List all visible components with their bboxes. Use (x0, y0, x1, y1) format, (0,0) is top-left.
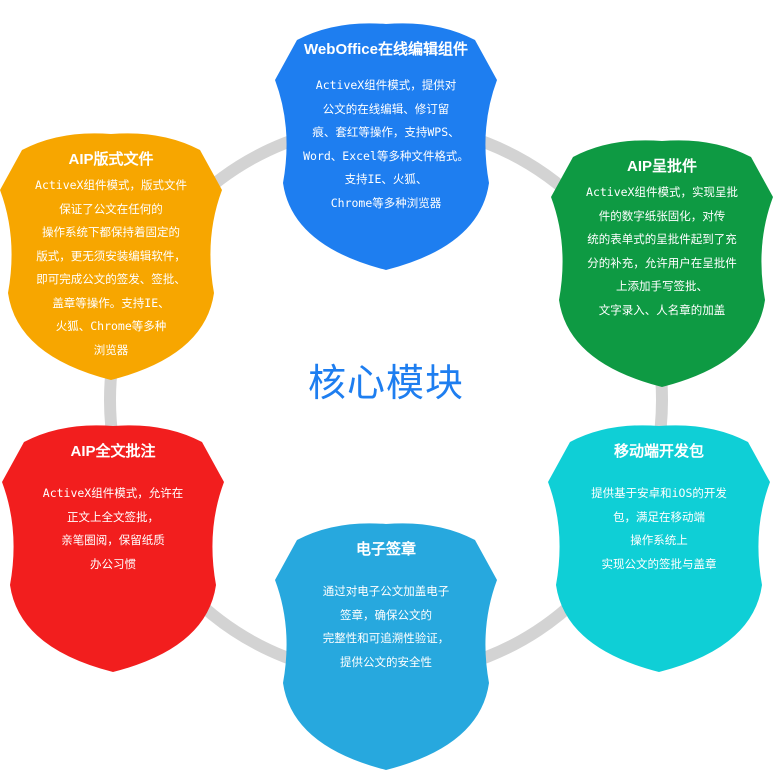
module-title: AIP呈批件 (626, 158, 697, 175)
description-line: 通过对电子公文加盖电子 (322, 584, 450, 598)
description-line: 件的数字纸张固化，对传 (598, 208, 726, 223)
module-description: ActiveX组件模式，允许在正文上全文签批， 亲笔圈阅，保留纸质办公习惯 (16, 482, 210, 576)
description-line: 支持IE、火狐、 (344, 172, 428, 186)
description-line: 文字录入、人名章的加盖 (598, 302, 726, 317)
module-description: ActiveX组件模式，提供对公文的在线编辑、修订留痕、套红等操作，支持WPS、… (289, 74, 483, 215)
description-line: ActiveX组件模式，版式文件 (35, 178, 187, 192)
description-line: 统的表单式的呈批件起到了充 (587, 232, 737, 246)
description-line: 上添加手写签批、 (616, 279, 708, 293)
description-line: Word、Excel等多种文件格式。 (303, 148, 469, 163)
shield-shape (551, 140, 773, 387)
description-line: 实现公文的签批与盖章 (601, 556, 717, 571)
module-title: 电子签章 (355, 541, 416, 558)
center-title: 核心模块 (307, 361, 464, 405)
description-line: 痕、套红等操作，支持WPS、 (312, 125, 460, 139)
module-e-seal: 电子签章通过对电子公文加盖电子签章，确保公文的完整性和可追溯性验证， 提供公文的安… (275, 518, 497, 770)
description-line: 即可完成公文的签发、签批、 (36, 272, 186, 286)
module-title: 移动端开发包 (613, 443, 704, 460)
description-line: ActiveX组件模式，允许在 (42, 486, 184, 500)
shield-shape (2, 425, 224, 672)
module-aip-format: AIP版式文件 ActiveX组件模式，版式文件保证了公文在任何的操作系统下都保持… (0, 128, 222, 380)
description-line: Chrome等多种浏览器 (330, 195, 442, 210)
description-line: ActiveX组件模式，实现呈批 (586, 185, 738, 199)
description-line: 办公习惯 (90, 556, 136, 571)
description-line: 正文上全文签批， (67, 509, 159, 524)
module-description: 通过对电子公文加盖电子签章，确保公文的完整性和可追溯性验证， 提供公文的安全性 (289, 580, 483, 674)
module-webofffice: WebOffice在线编辑组件 ActiveX组件模式，提供对公文的在线编辑、修订… (275, 18, 497, 270)
module-title: WebOffice在线编辑组件 (304, 41, 468, 58)
description-line: 保证了公文在任何的 (59, 201, 163, 216)
description-line: 签章，确保公文的 (340, 607, 432, 622)
description-line: 提供公文的安全性 (340, 654, 432, 669)
description-line: ActiveX组件模式，提供对 (315, 78, 457, 92)
description-line: 亲笔圈阅，保留纸质 (61, 533, 165, 547)
module-description: 提供基于安卓和iOS的开发包，满足在移动端操作系统上实现公文的签批与盖章 (562, 482, 756, 576)
description-line: 操作系统下都保持着固定的 (42, 225, 180, 239)
description-line: 版式，更无须安装编辑软件， (36, 248, 186, 263)
module-aip-annotation: AIP全文批注 ActiveX组件模式，允许在正文上全文签批， 亲笔圈阅，保留纸质办… (2, 420, 224, 672)
description-line: 完整性和可追溯性验证， (322, 631, 450, 645)
description-line: 包，满足在移动端 (613, 509, 705, 524)
shield-shape (275, 23, 497, 270)
module-description: ActiveX组件模式，实现呈批件的数字纸张固化，对传统的表单式的呈批件起到了充… (565, 181, 759, 322)
description-line: 盖章等操作。支持IE、 (52, 295, 170, 310)
description-line: 浏览器 (93, 342, 129, 357)
module-mobile-sdk: 移动端开发包提供基于安卓和iOS的开发包，满足在移动端操作系统上实现公文的签批与… (548, 420, 770, 672)
description-line: 分的补充，允许用户在呈批件 (587, 255, 737, 270)
module-title: AIP版式文件 (68, 151, 154, 168)
module-title: AIP全文批注 (70, 443, 156, 460)
shield-shape (275, 523, 497, 770)
description-line: 公文的在线编辑、修订留 (322, 101, 450, 116)
module-aip-approval: AIP呈批件 ActiveX组件模式，实现呈批件的数字纸张固化，对传统的表单式的呈… (551, 135, 773, 387)
shield-shape (0, 133, 222, 380)
shield-shape (548, 425, 770, 672)
description-line: 操作系统上 (630, 533, 688, 547)
description-line: 提供基于安卓和iOS的开发 (591, 486, 727, 500)
module-description: ActiveX组件模式，版式文件保证了公文在任何的操作系统下都保持着固定的版式，… (14, 174, 208, 362)
description-line: 火狐、Chrome等多种 (55, 319, 167, 333)
